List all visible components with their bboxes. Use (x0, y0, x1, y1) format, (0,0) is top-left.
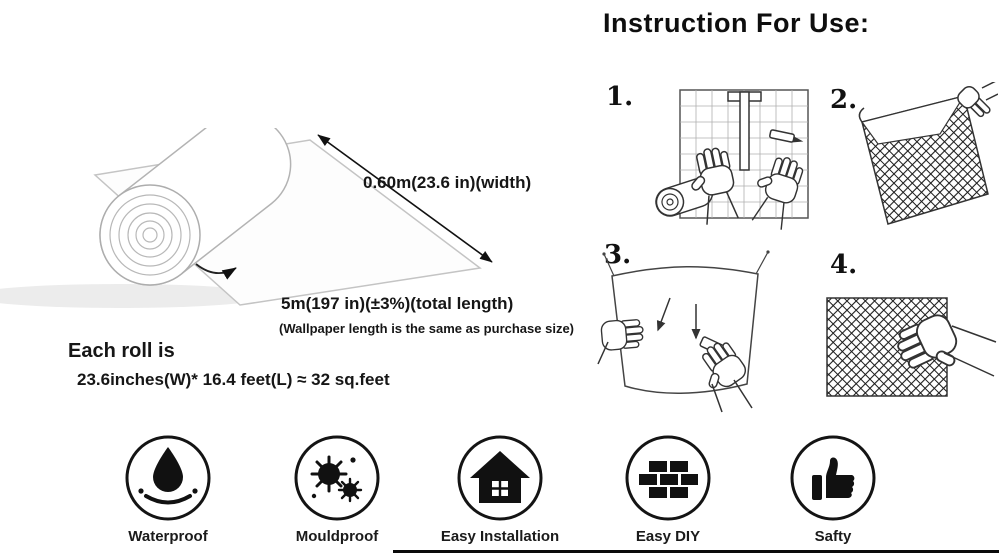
peeled-backing-flap (860, 95, 966, 145)
instructions-title: Instruction For Use: (603, 8, 870, 38)
feature-label: Waterproof (128, 528, 208, 545)
smoothing-hand (897, 314, 958, 369)
length-note: (Wallpaper length is the same as purchas… (279, 321, 575, 336)
smooth-wall-illustration (826, 297, 997, 397)
house-icon (457, 435, 543, 521)
water-drop-icon (125, 435, 211, 521)
bottom-edge-line (393, 550, 999, 553)
feature-label: Mouldproof (295, 528, 379, 545)
feature-label: Easy Installation (440, 528, 560, 545)
utility-knife (769, 129, 804, 143)
peel-backing-illustration (858, 82, 998, 225)
left-hand (600, 319, 644, 351)
brick-wall-icon (625, 435, 711, 521)
pinching-hand (957, 86, 991, 118)
step-2-number: 2. (830, 85, 858, 115)
thumbs-up-icon (790, 435, 876, 521)
feature-easy-installation: Easy Installation (415, 432, 585, 545)
width-dimension-arrow (317, 134, 493, 263)
step-1-number: 1. (606, 82, 634, 112)
roll-size-text: 23.6inches(W)* 16.4 feet(L) ≈ 32 sq.feet (77, 370, 390, 389)
feature-safty: Safty (748, 432, 918, 545)
t-ruler (727, 91, 762, 171)
roll-spiral-end (99, 184, 201, 286)
roll-shadow (0, 284, 270, 308)
right-hand (751, 157, 804, 230)
feature-mouldproof: Mouldproof (252, 432, 422, 545)
feature-label: Easy DIY (635, 528, 701, 545)
hanging-strings (603, 251, 769, 277)
width-dimension-label: 0.60m(23.6 in)(width) (363, 173, 532, 192)
feature-easy-diy: Easy DIY (583, 432, 753, 545)
wallpaper-roll-illustration (0, 128, 493, 308)
hang-sheet-illustration (597, 250, 770, 413)
mould-spore-icon (294, 435, 380, 521)
feature-waterproof: Waterproof (83, 432, 253, 545)
left-hand (691, 147, 739, 225)
feature-label: Safty (814, 528, 852, 545)
apply-arrow-1 (656, 297, 671, 332)
unroll-direction-arrow (195, 263, 237, 280)
right-hand (702, 342, 747, 389)
roll-intro-text: Each roll is (68, 340, 175, 362)
measure-cut-illustration (655, 89, 809, 230)
step-4-number: 4. (830, 250, 858, 280)
length-dimension-label: 5m(197 in)(±3%)(total length) (281, 294, 514, 313)
